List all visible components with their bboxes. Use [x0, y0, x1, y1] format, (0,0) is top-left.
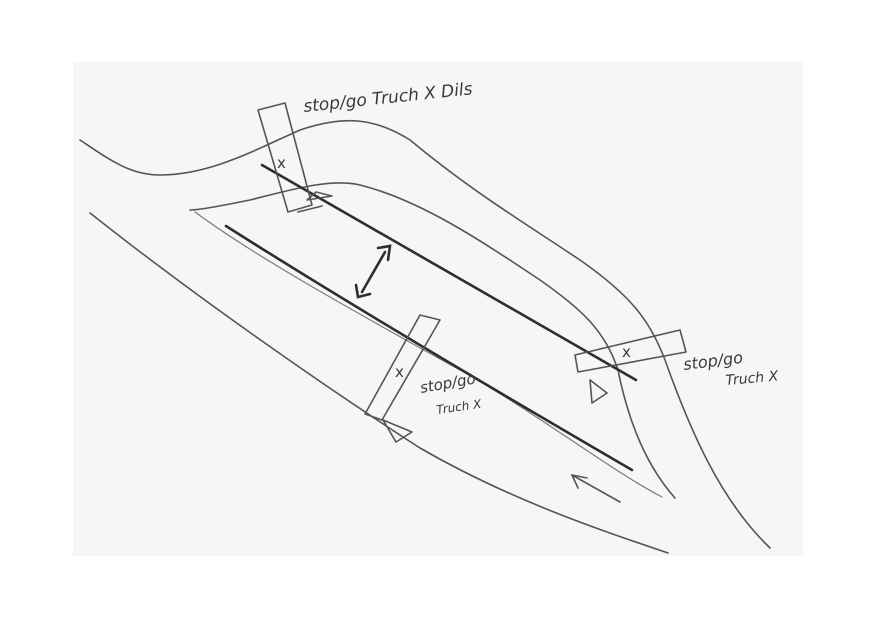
stop-go-board-middle [364, 314, 441, 421]
annotation-right-1: stop/go [682, 348, 744, 374]
triangle-icon-middle [382, 419, 413, 443]
annotation-top: stop/go Truch X Dils [302, 79, 473, 117]
double-arrow-icon [354, 244, 392, 299]
direction-arrow-icon [571, 474, 621, 503]
road-edge-lower-left [89, 212, 669, 554]
stop-go-board-right [574, 329, 687, 373]
road-edge-upper-left [79, 119, 771, 549]
annotation-middle-1: stop/go [419, 369, 477, 396]
triangle-icon-top [306, 191, 333, 201]
annotation-right-2: Truch X [725, 368, 779, 389]
closure-line-lower [224, 224, 634, 472]
x-mark-middle: x [395, 363, 404, 381]
median-island-outline [189, 182, 676, 499]
paper-sheet [73, 62, 803, 556]
x-mark-right: x [622, 343, 631, 361]
closure-line-upper [260, 163, 638, 382]
annotation-middle-2: Truch X [435, 397, 482, 417]
triangle-icon-right [589, 379, 608, 404]
x-mark-top: x [277, 154, 286, 172]
stop-go-board-top [257, 102, 323, 213]
